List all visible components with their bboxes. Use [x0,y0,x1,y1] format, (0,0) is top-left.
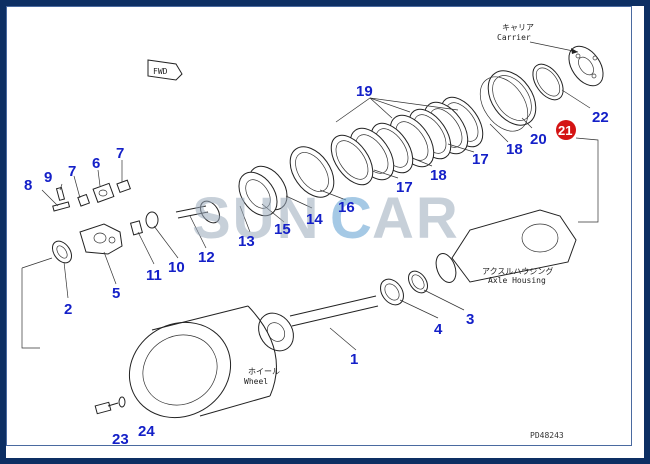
part-5-carrier [79,223,123,255]
callout-1[interactable]: 1 [350,351,358,368]
callout-7-left[interactable]: 7 [68,163,76,180]
wheel-jp-label: ホイール [248,367,280,376]
part-10-washer [145,211,159,229]
callout-21-highlight[interactable]: 21 [556,120,576,140]
callout-24[interactable]: 24 [138,423,155,440]
carrier-en-label: Carrier [497,33,531,42]
watermark-text-c: C [330,186,374,251]
part-1-axle-shaft [258,295,379,352]
part-16-piston [289,146,335,198]
callout-18-upper[interactable]: 18 [506,141,523,158]
part-24-washer [118,396,126,408]
part-2-bearing [51,240,73,264]
part-14-sun-gear [175,200,221,224]
part-23-bolt [94,401,119,415]
wheel-part [128,305,277,419]
callout-17-lower[interactable]: 17 [396,179,413,196]
callout-22[interactable]: 22 [592,109,609,126]
callout-18-lower[interactable]: 18 [430,167,447,184]
callout-9[interactable]: 9 [44,169,52,186]
callout-14[interactable]: 14 [306,211,323,228]
part-4-bearing [380,278,404,306]
part-15-hub [238,165,288,217]
callout-5[interactable]: 5 [112,285,120,302]
callout-2[interactable]: 2 [64,301,72,318]
axle-housing-en-label: Axle Housing [488,276,546,285]
axle-housing-jp-label: アクスルハウジング [482,266,553,276]
part-11-spacer [129,220,143,236]
fwd-arrow: FWD [147,59,183,81]
callout-13[interactable]: 13 [238,233,255,250]
part-8-pin [52,201,71,212]
callout-17-upper[interactable]: 17 [472,151,489,168]
callout-4[interactable]: 4 [434,321,443,338]
axle-housing-part [435,209,577,283]
watermark: SUN C AR [192,186,460,251]
callout-20[interactable]: 20 [530,131,547,148]
callout-15[interactable]: 15 [274,221,291,238]
disc-pack-17-18 [330,96,484,186]
callout-10[interactable]: 10 [168,259,185,276]
carrier-jp-label: キャリア [502,23,534,32]
callout-21[interactable]: 21 [558,123,572,138]
callout-6[interactable]: 6 [92,155,100,172]
part-20-ring-gear [479,70,537,132]
part-7-washer-left [77,193,91,207]
callout-19[interactable]: 19 [356,83,373,100]
watermark-text-ar: AR [372,186,460,251]
fwd-label: FWD [153,67,168,76]
wheel-en-label: Wheel [244,377,268,386]
part-6-gear [92,182,115,203]
leader-lines [21,89,599,351]
carrier-part [568,45,604,87]
part-22-ring [532,63,564,101]
callout-16[interactable]: 16 [338,199,355,216]
callout-3[interactable]: 3 [466,311,474,328]
part-9-pin [55,186,66,201]
callout-7-right[interactable]: 7 [116,145,124,162]
callout-23[interactable]: 23 [112,431,129,448]
callout-8[interactable]: 8 [24,177,32,194]
part-3-bearing [407,270,429,294]
drawing-code: PD48243 [530,431,564,440]
callout-11[interactable]: 11 [146,267,162,284]
part-7-washer-right [116,179,131,194]
watermark-text-sun: SUN [192,186,320,251]
diagram-inner-border [6,6,632,446]
callout-12[interactable]: 12 [198,249,215,266]
